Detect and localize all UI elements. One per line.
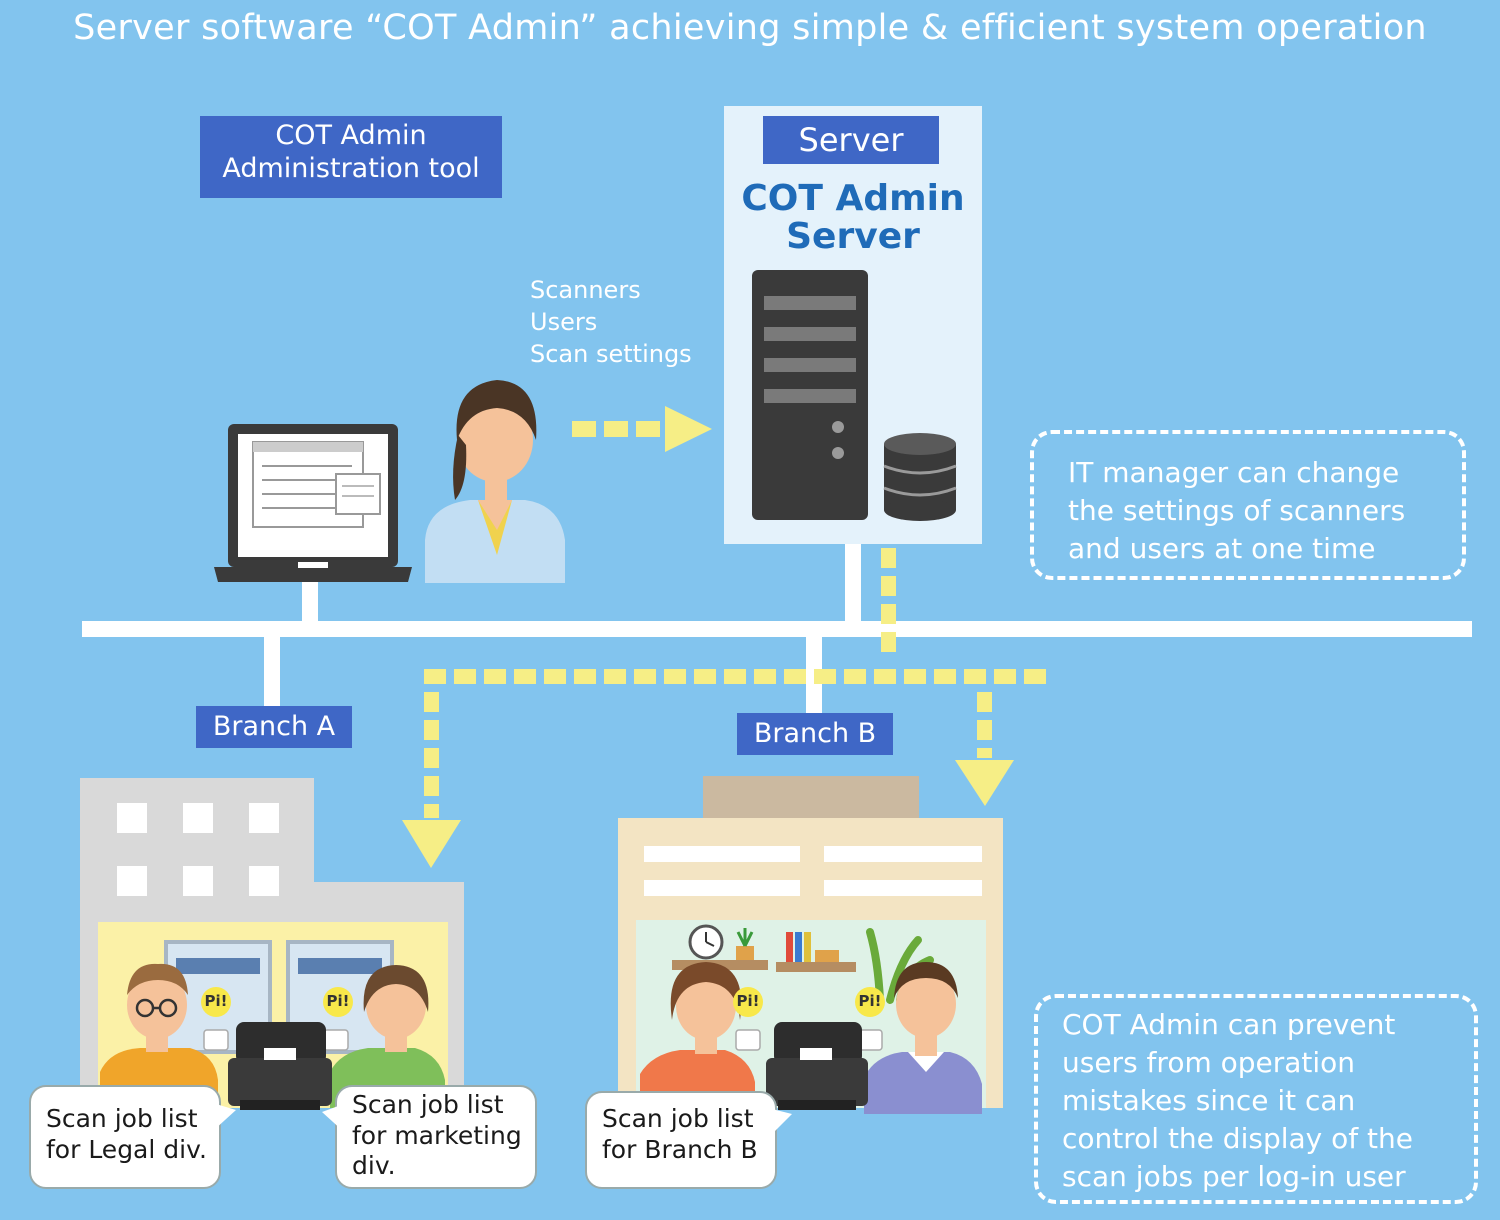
bubble-marketing-line2: for marketing [352,1120,522,1150]
admin-tool-label-line2: Administration tool [222,152,480,184]
beep-marker-legal [201,987,231,1017]
diagram-title: Server software “COT Admin” achieving si… [73,8,1427,48]
server-name-line2: Server [786,215,920,257]
bubble-legal-line2: for Legal div. [46,1134,207,1164]
database-icon [883,433,957,521]
network-lines [82,540,1472,713]
beep-marker-branch-b-left [733,987,763,1017]
callout-settings-line3: and users at one time [1068,532,1376,565]
callout-display-line3: mistakes since it can [1062,1084,1356,1117]
server-label: Server [763,116,939,164]
bubble-marketing: Scan job list for marketing div. [352,1090,534,1182]
callout-settings-line1: IT manager can change [1068,456,1400,489]
beep-marker-branch-b-right [855,987,885,1017]
callout-settings-line2: the settings of scanners [1068,494,1406,527]
bubble-legal-shape [29,1085,236,1189]
callout-settings: IT manager can change the settings of sc… [1030,430,1466,580]
branch-b-man-figure [857,962,982,1114]
flow-arrow-to-server [572,406,712,452]
branch-b-label: Branch B [737,713,893,755]
beep-marker-marketing [323,987,353,1017]
callout-display: COT Admin can prevent users from operati… [1034,994,1478,1204]
branch-a-label: Branch A [196,706,352,748]
bubble-legal-line1: Scan job list [46,1104,198,1133]
callout-display-line2: users from operation [1062,1046,1356,1079]
flow-arrows-to-branches [402,548,1046,868]
bubble-marketing-line1: Scan job list [352,1090,504,1119]
bubble-legal: Scan job list for Legal div. [46,1104,216,1165]
callout-display-line5: scan jobs per log-in user [1062,1160,1406,1193]
flow-item-users: Users [530,308,598,336]
branch-b-scanner-icon [766,1022,868,1110]
laptop-icon [214,424,412,582]
callout-display-line4: control the display of the [1062,1122,1413,1155]
admin-tool-label-line1: COT Admin [275,120,427,151]
bubble-branch-b-line1: Scan job list [602,1104,754,1133]
beep-label-branch-b-right: Pi! [858,992,882,1010]
beep-label-branch-b-left: Pi! [736,992,760,1010]
it-manager-figure [425,380,565,583]
bubble-branch-b-line2: for Branch B [602,1134,758,1164]
bubble-marketing-shape [322,1085,537,1189]
server-name: COT Admin Server [724,180,982,256]
server-tower-icon [752,270,868,520]
flow-item-scanners: Scanners [530,276,641,304]
server-name-line1: COT Admin [741,178,965,219]
flow-items-list: Scanners Users Scan settings [530,274,720,370]
beep-label-marketing: Pi! [326,992,350,1010]
bubble-branch-b-shape [585,1091,792,1189]
callout-display-line1: COT Admin can prevent [1062,1008,1396,1041]
admin-tool-label: COT Admin Administration tool [200,116,502,198]
beep-label-legal: Pi! [204,992,228,1010]
branch-a-scanner-icon [228,1022,332,1110]
bubble-marketing-line3: div. [352,1151,396,1180]
bubble-branch-b: Scan job list for Branch B [602,1104,772,1165]
flow-item-scan-settings: Scan settings [530,340,692,368]
